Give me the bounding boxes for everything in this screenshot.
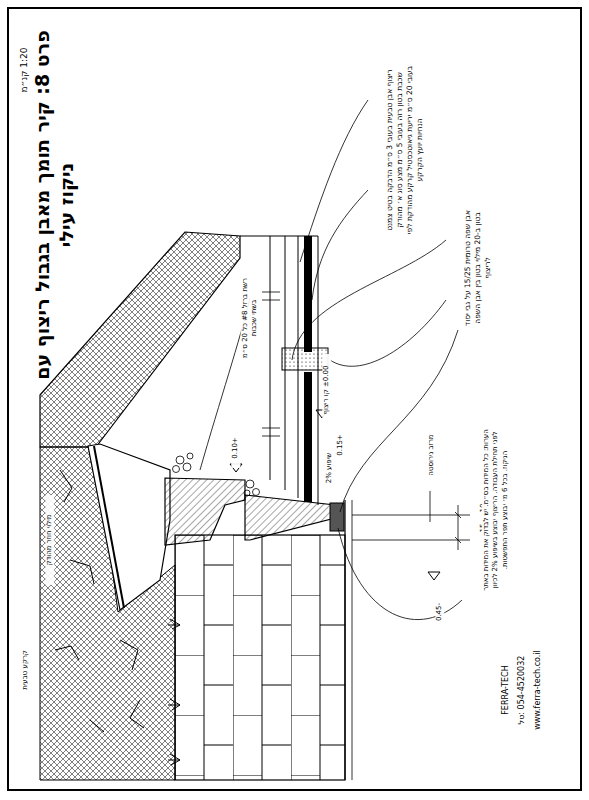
- level-marker: [230, 410, 440, 580]
- edge-plate: [330, 503, 344, 531]
- drain-line: [94, 446, 124, 608]
- drawing-note: אבן שפה טרומית 15/25 על גבי יסוד בטון ב-…: [463, 206, 493, 331]
- drawing-note: FERRA-TECH: [501, 615, 512, 765]
- drawing-note: ריצוף אבן טבעית בעובי 3 ס״מ הדבקה בטיט צ…: [385, 63, 426, 238]
- drawing-note: קרקע טבעית: [21, 628, 30, 712]
- drawing-note: 1:20 קנ״מ: [18, 22, 30, 118]
- soil-slope: [40, 232, 240, 447]
- drawing-note: שיפוע 2%: [325, 443, 334, 493]
- gravel: [173, 453, 260, 496]
- drawing-note: 054-4520032 :טל: [517, 615, 528, 765]
- wall-back: [88, 444, 170, 610]
- curb-stone: [282, 348, 328, 370]
- drawing-note: +0.10: [231, 428, 240, 468]
- drawing-note: www.ferra-tech.co.il: [533, 615, 544, 765]
- drawing-title: פרט 8: קיר תומך מאבן בגבול ריצוף עם ניקו…: [31, 15, 79, 395]
- dimension-lines: [352, 490, 470, 550]
- frame: [8, 8, 581, 790]
- paving-stone: [304, 236, 312, 352]
- drawing-note: +0.15: [336, 425, 345, 465]
- drawing-note: הערות: כל המידות בס״מ. יש לבדוק את המידו…: [482, 420, 510, 600]
- paving-stone: [304, 372, 312, 502]
- drawing-note: ±0.00 קו ריצוף: [322, 354, 331, 426]
- drawing-note: רשת ברזל #8 כל 20 ס״מ בשתי שכבות: [241, 276, 260, 360]
- top-slab: [245, 495, 335, 540]
- drawing-note: -0.45: [435, 592, 444, 632]
- drawing-note: מרזב נירוסטה: [427, 419, 436, 491]
- drawing-note: מילוי חוזר מהודק: [45, 495, 54, 585]
- stone-wall: [175, 535, 345, 780]
